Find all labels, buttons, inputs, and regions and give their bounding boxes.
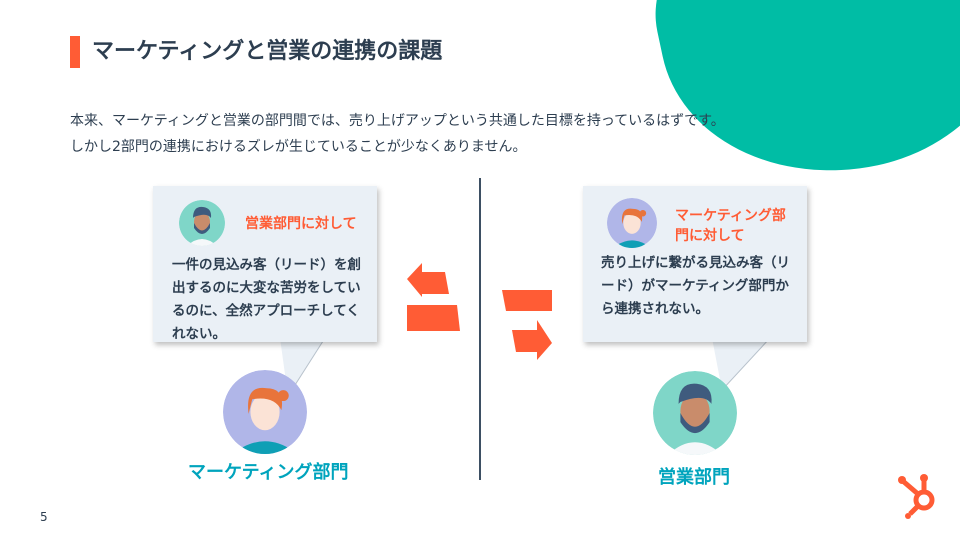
bubble-text: 売り上げに繋がる見込み客（リード）がマーケティング部門から連携されない。 [601,255,790,317]
marketing-avatar-small-icon [607,198,657,248]
marketing-department-label: マーケティング部門 [188,462,349,483]
speech-bubble-sales: マーケティング部門に対して 売り上げに繋がる見込み客（リード）がマーケティング部… [583,186,807,342]
bubble-heading: マーケティング部門に対して [675,208,786,244]
page-number: 5 [40,510,48,524]
speech-bubble-marketing: 営業部門に対して 一件の見込み客（リード）を創出するのに大変な苦労をしているのに… [153,186,377,342]
sales-department-label: 営業部門 [658,467,730,488]
intro-line-1: 本来、マーケティングと営業の部門間では、売り上げアップという共通した目標を持って… [70,113,725,129]
intro-text: 本来、マーケティングと営業の部門間では、売り上げアップという共通した目標を持って… [70,108,725,160]
marketing-avatar-icon [223,370,307,454]
bubble-heading: 営業部門に対して [245,216,357,232]
center-divider [479,178,481,480]
arrow-left-icon [407,263,460,331]
arrow-right-icon [502,290,552,360]
intro-line-2: しかし2部門の連携におけるズレが生じていることが少なくありません。 [70,139,527,155]
bubble-text: 一件の見込み客（リード）を創出するのに大変な苦労をしているのに、全然アプローチし… [172,257,361,342]
page-title: マーケティングと営業の連携の課題 [92,39,443,64]
sales-avatar-icon [179,200,225,246]
bubble-tail-right [712,338,771,391]
hubspot-logo-icon [898,474,935,519]
decorative-blob [633,0,960,205]
title-accent-bar [70,36,80,68]
sales-avatar-large-icon [653,371,737,455]
